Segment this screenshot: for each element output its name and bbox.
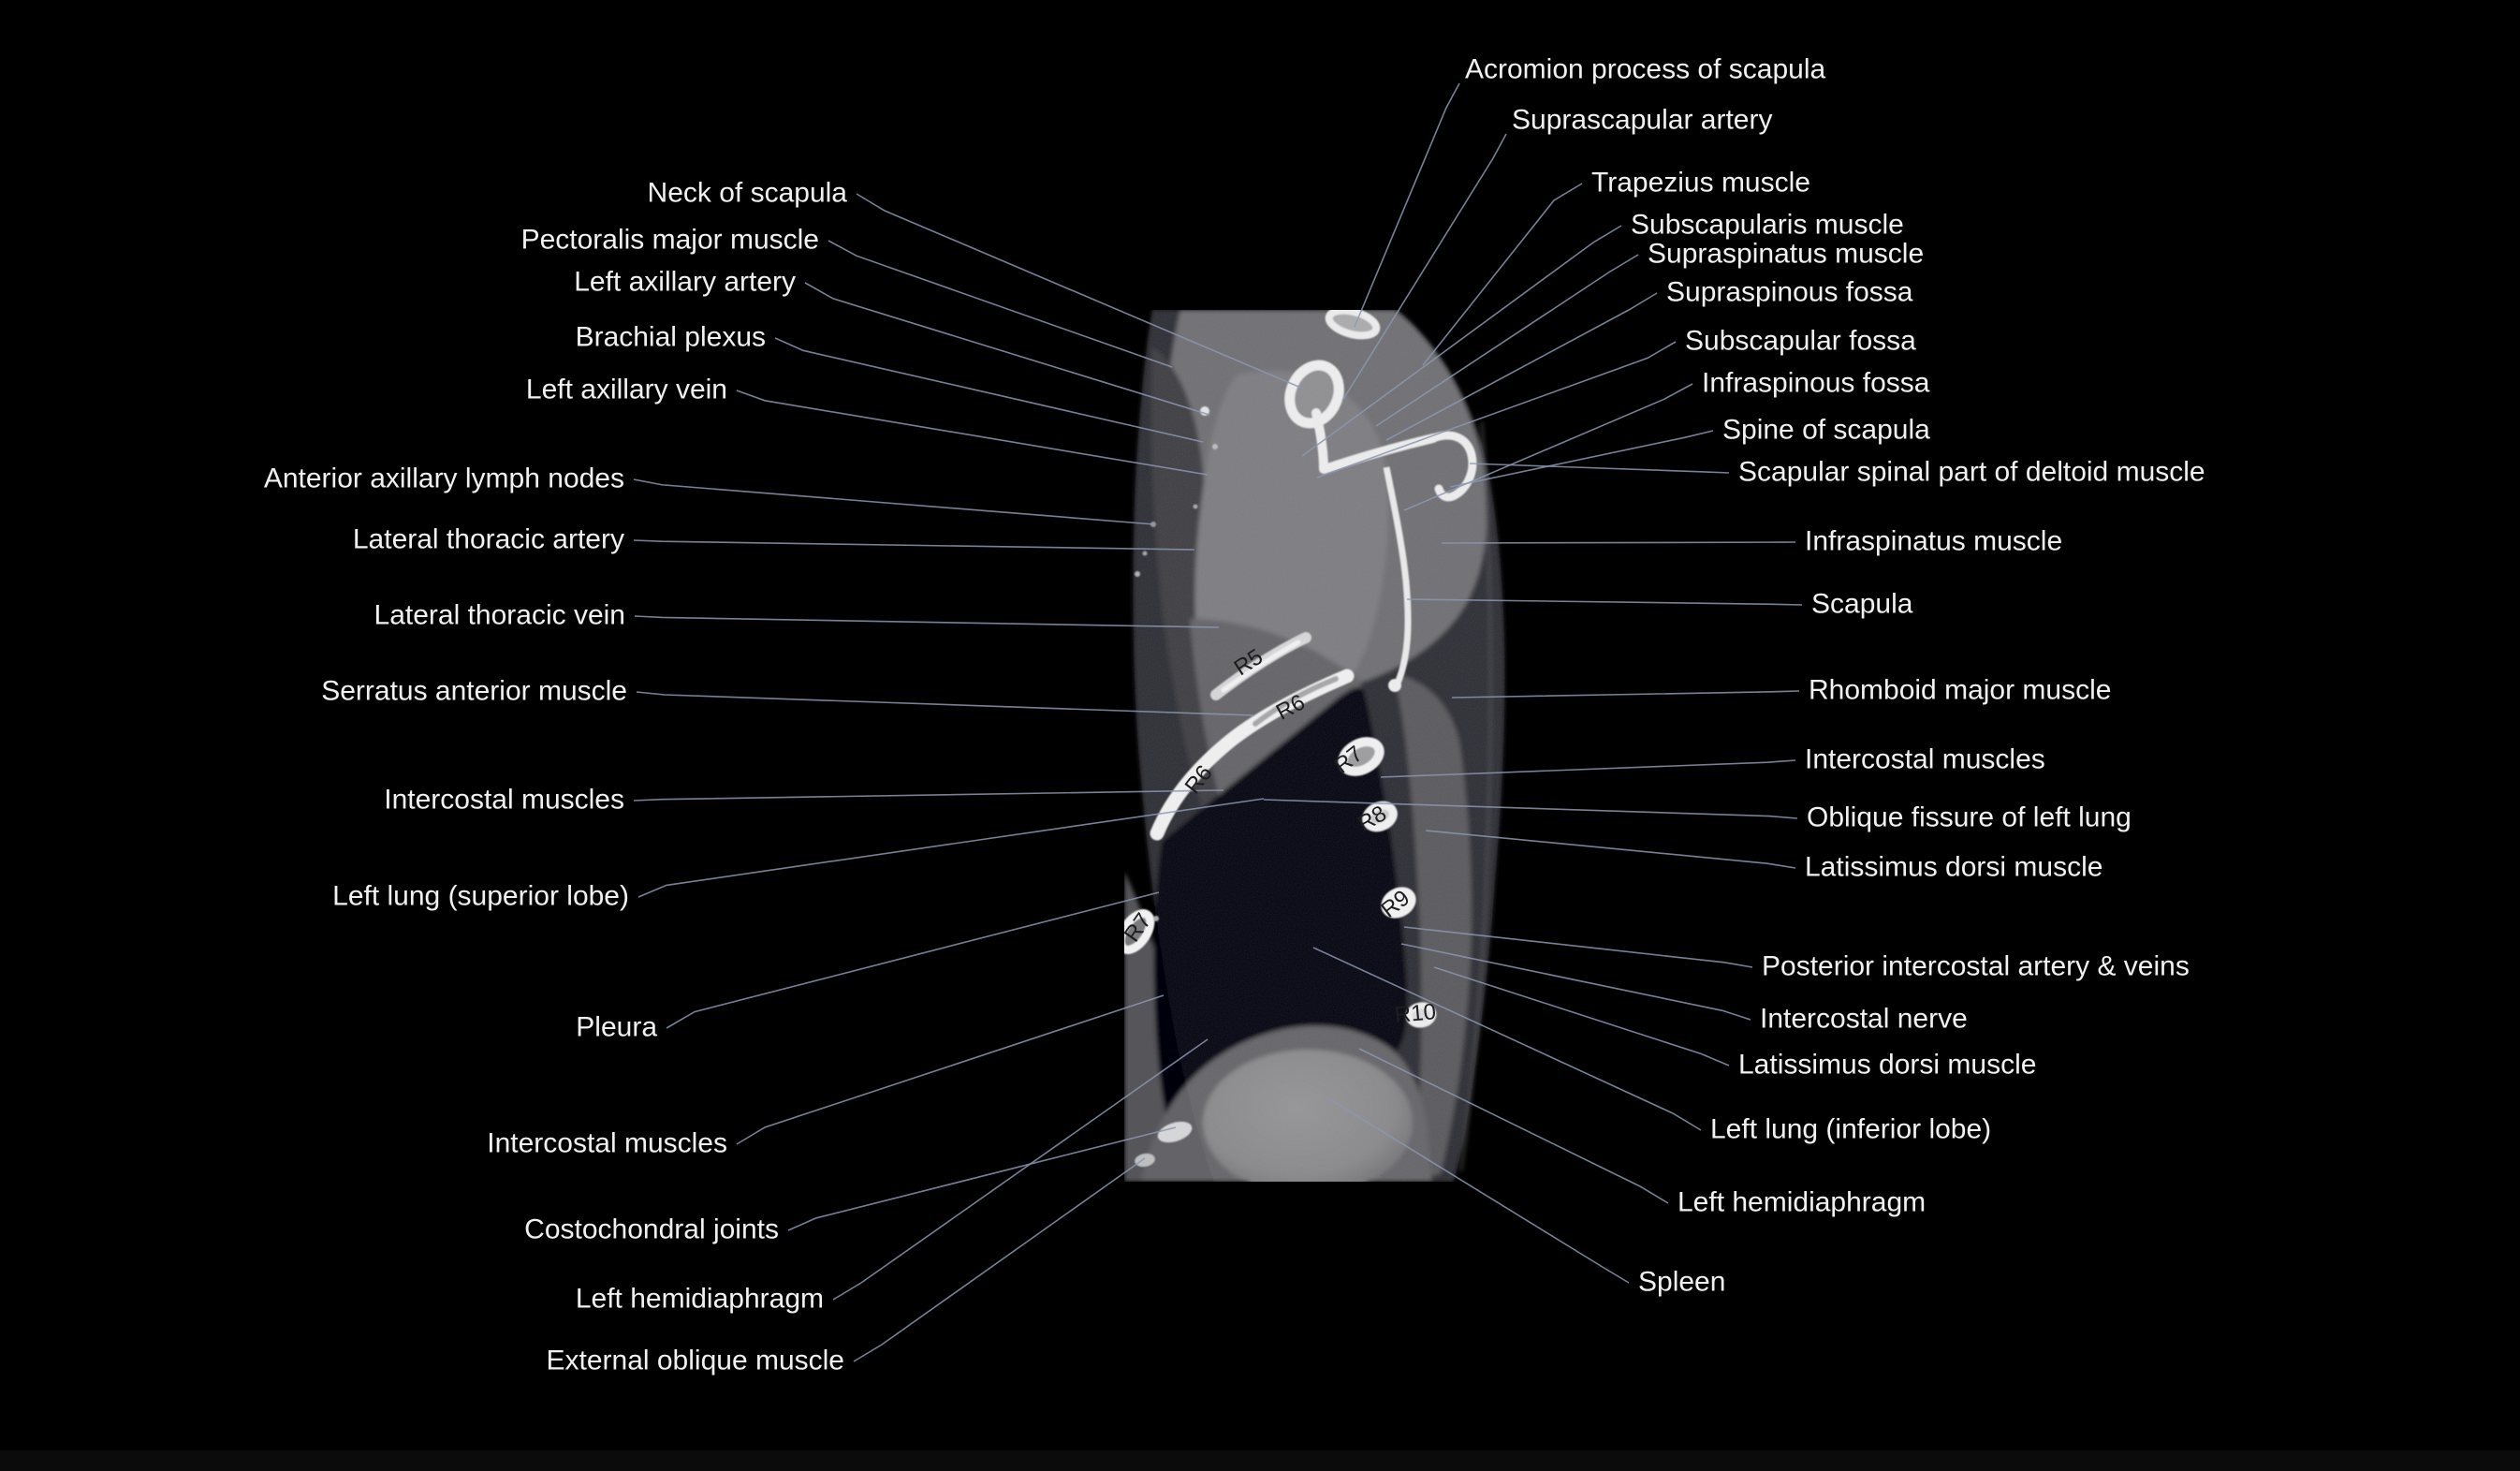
label-left-lung-superior-lobe: Left lung (superior lobe)	[332, 880, 629, 912]
label-infraspinous-fossa: Infraspinous fossa	[1702, 367, 1930, 399]
leader-line-pleura	[666, 891, 1160, 1029]
label-external-oblique-muscle: External oblique muscle	[546, 1345, 844, 1376]
label-spine-of-scapula: Spine of scapula	[1722, 414, 1930, 446]
leader-line-costochondral-joints	[787, 1126, 1177, 1231]
label-brachial-plexus: Brachial plexus	[575, 321, 766, 353]
label-scapula: Scapula	[1811, 588, 1913, 620]
label-infraspinatus-muscle: Infraspinatus muscle	[1805, 525, 2063, 557]
label-supraspinous-fossa: Supraspinous fossa	[1666, 276, 1913, 308]
leader-line-anterior-axillary-lymph-nodes	[633, 478, 1155, 525]
label-lateral-thoracic-artery: Lateral thoracic artery	[352, 523, 624, 555]
leader-line-lateral-thoracic-artery	[633, 539, 1195, 551]
label-costochondral-joints: Costochondral joints	[524, 1214, 779, 1245]
label-left-hemidiaphragm: Left hemidiaphragm	[575, 1283, 824, 1315]
label-lateral-thoracic-vein: Lateral thoracic vein	[374, 599, 625, 631]
label-pectoralis-major-muscle: Pectoralis major muscle	[520, 224, 819, 256]
leader-line-acromion-process-of-scapula	[1354, 82, 1460, 328]
label-left-axillary-artery: Left axillary artery	[574, 266, 796, 298]
label-serratus-anterior-muscle: Serratus anterior muscle	[321, 675, 627, 707]
label-intercostal-nerve: Intercostal nerve	[1760, 1003, 1968, 1035]
label-supraspinatus-muscle: Supraspinatus muscle	[1648, 238, 1925, 270]
label-left-axillary-vein: Left axillary vein	[525, 374, 727, 405]
label-intercostal-muscles: Intercostal muscles	[384, 784, 624, 816]
bottom-letterbox-bar	[0, 1450, 2520, 1471]
label-rhomboid-major-muscle: Rhomboid major muscle	[1809, 674, 2112, 706]
label-neck-of-scapula: Neck of scapula	[647, 177, 847, 209]
label-intercostal-muscles: Intercostal muscles	[487, 1127, 727, 1159]
label-subscapular-fossa: Subscapular fossa	[1685, 325, 1916, 357]
label-left-lung-inferior-lobe: Left lung (inferior lobe)	[1710, 1113, 1992, 1145]
label-trapezius-muscle: Trapezius muscle	[1591, 167, 1810, 199]
label-scapular-spinal-part-of-deltoid-muscle: Scapular spinal part of deltoid muscle	[1738, 456, 2205, 488]
label-suprascapular-artery: Suprascapular artery	[1512, 104, 1773, 136]
label-oblique-fissure-of-left-lung: Oblique fissure of left lung	[1807, 802, 2132, 833]
leader-line-pectoralis-major-muscle	[828, 240, 1173, 368]
ct-scan-image	[1116, 306, 1518, 1196]
label-pleura: Pleura	[576, 1011, 657, 1043]
label-intercostal-muscles: Intercostal muscles	[1805, 743, 2045, 775]
label-acromion-process-of-scapula: Acromion process of scapula	[1465, 53, 1826, 85]
label-anterior-axillary-lymph-nodes: Anterior axillary lymph nodes	[263, 463, 624, 494]
label-latissimus-dorsi-muscle: Latissimus dorsi muscle	[1738, 1049, 2037, 1081]
leader-line-external-oblique-muscle	[853, 1157, 1146, 1362]
rib-marker-r10-7: R10	[1393, 999, 1438, 1028]
label-latissimus-dorsi-muscle: Latissimus dorsi muscle	[1805, 851, 2103, 883]
label-left-hemidiaphragm: Left hemidiaphragm	[1678, 1186, 1927, 1218]
label-subscapularis-muscle: Subscapularis muscle	[1631, 209, 1904, 241]
label-spleen: Spleen	[1638, 1266, 1726, 1298]
leader-line-intercostal-muscles	[736, 994, 1165, 1145]
label-posterior-intercostal-artery-veins: Posterior intercostal artery & veins	[1762, 950, 2190, 982]
